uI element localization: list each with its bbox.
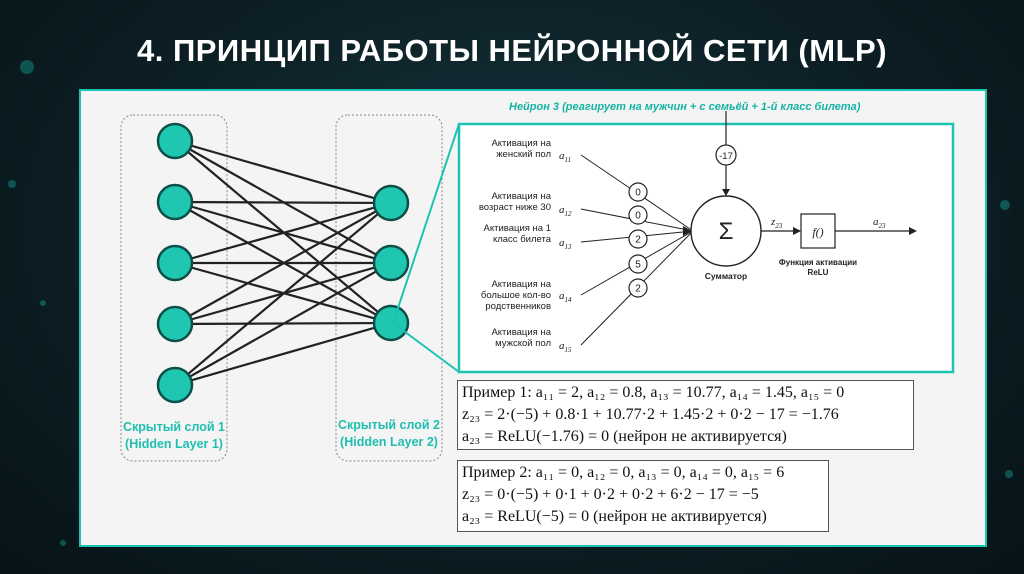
layer1-group-box xyxy=(120,114,228,462)
layer2-node xyxy=(372,304,410,342)
zoom-connector-bottom xyxy=(392,322,460,373)
example-2-line-1: Пример 2: a₁₁ = 0, a₁₂ = 0, a₁₃ = 0, a₁₄… xyxy=(462,464,785,481)
activation-symbol: f() xyxy=(812,225,823,239)
network-edge xyxy=(174,202,392,325)
example-1-line-2: z₂₃ = 2·(−5) + 0.8·1 + 10.77·2 + 1.45·2 … xyxy=(462,406,839,423)
layer2-label-line1: Скрытый слой 2 xyxy=(337,418,441,432)
input-symbol: a11 xyxy=(559,150,571,164)
input-label: Активация на xyxy=(491,138,551,149)
network-edge xyxy=(174,200,392,205)
network-edge xyxy=(174,139,392,205)
activation-label: ReLU xyxy=(808,268,829,277)
weight-value: 2 xyxy=(635,284,641,295)
example-1-line-3: a₂₃ = ReLU(−1.76) = 0 (нейрон не активир… xyxy=(462,428,787,445)
layer1-node xyxy=(156,183,194,221)
input-label: мужской пол xyxy=(495,338,551,349)
network-edge xyxy=(174,262,392,386)
layer1-label: Скрытый слой 1 (Hidden Layer 1) xyxy=(111,419,237,453)
activation-box xyxy=(800,213,836,249)
layer1-label-line1: Скрытый слой 1 xyxy=(122,420,226,434)
layer1-node xyxy=(156,122,194,160)
input-label: Активация на xyxy=(491,191,551,202)
weight-value: 5 xyxy=(635,260,641,271)
weight-value: 0 xyxy=(635,188,641,199)
layer1-label-line2: (Hidden Layer 1) xyxy=(125,437,223,451)
summator-label: Сумматор xyxy=(705,271,747,281)
background-dot xyxy=(60,540,66,546)
bias-arrowhead xyxy=(722,189,730,196)
layer1-node xyxy=(156,305,194,343)
layer2-node xyxy=(372,244,410,282)
example-1-box: Пример 1: a₁₁ = 2, a₁₂ = 0.8, a₁₃ = 10.7… xyxy=(457,380,914,450)
layer2-node xyxy=(372,184,410,222)
input-label: класс билета xyxy=(493,234,552,245)
zoom-connector-top xyxy=(392,123,460,324)
weight-circle xyxy=(628,182,648,202)
background-dot xyxy=(1000,200,1010,210)
input-label: большое кол-во xyxy=(481,290,551,301)
weight-circle xyxy=(628,254,648,274)
background-dot xyxy=(8,180,16,188)
weight-circle xyxy=(628,278,648,298)
background-dot xyxy=(20,60,34,74)
weight-circle xyxy=(628,205,648,225)
input-label: Активация на 1 xyxy=(484,223,551,234)
layer2-label-line2: (Hidden Layer 2) xyxy=(340,435,438,449)
layer1-node xyxy=(156,366,194,404)
input-label: женский пол xyxy=(496,149,551,160)
weight-value: 2 xyxy=(635,235,641,246)
slide-title: 4. ПРИНЦИП РАБОТЫ НЕЙРОННОЙ СЕТИ (MLP) xyxy=(136,33,888,68)
summator-symbol: Σ xyxy=(719,218,734,245)
bias-circle xyxy=(715,144,737,166)
input-label: возраст ниже 30 xyxy=(479,202,551,213)
example-2-line-3: a₂₃ = ReLU(−5) = 0 (нейрон не активирует… xyxy=(462,508,767,525)
network-edge xyxy=(174,202,392,386)
network-edges xyxy=(174,139,392,387)
input-label: родственников xyxy=(485,301,551,312)
layer1-node xyxy=(156,244,194,282)
input-label: Активация на xyxy=(491,279,551,290)
bias-value: -17 xyxy=(719,151,733,162)
network-edge xyxy=(174,321,392,387)
input-label: Активация на xyxy=(491,327,551,338)
layer2-label: Скрытый слой 2 (Hidden Layer 2) xyxy=(326,417,452,451)
example-2-box: Пример 2: a₁₁ = 0, a₁₂ = 0, a₁₃ = 0, a₁₄… xyxy=(457,460,829,532)
input-arrowhead xyxy=(683,226,692,236)
example-2-line-2: z₂₃ = 0·(−5) + 0·1 + 0·2 + 0·2 + 6·2 − 1… xyxy=(462,486,759,503)
weight-value: 0 xyxy=(635,211,641,222)
network-nodes xyxy=(156,122,410,404)
neuron-caption: Нейрон 3 (реагирует на мужчин + с семьёй… xyxy=(509,101,861,113)
weight-circle xyxy=(628,229,648,249)
background-dot xyxy=(40,300,46,306)
network-edge xyxy=(174,201,392,265)
example-1-line-1: Пример 1: a₁₁ = 2, a₁₂ = 0.8, a₁₃ = 10.7… xyxy=(462,384,845,401)
output-arrowhead xyxy=(909,227,917,235)
z-arrowhead xyxy=(793,227,801,235)
bias-group: -17 xyxy=(715,111,737,196)
activation-label: Функция активации xyxy=(779,258,857,267)
layer2-group-box xyxy=(335,114,443,462)
background-dot xyxy=(1005,470,1013,478)
